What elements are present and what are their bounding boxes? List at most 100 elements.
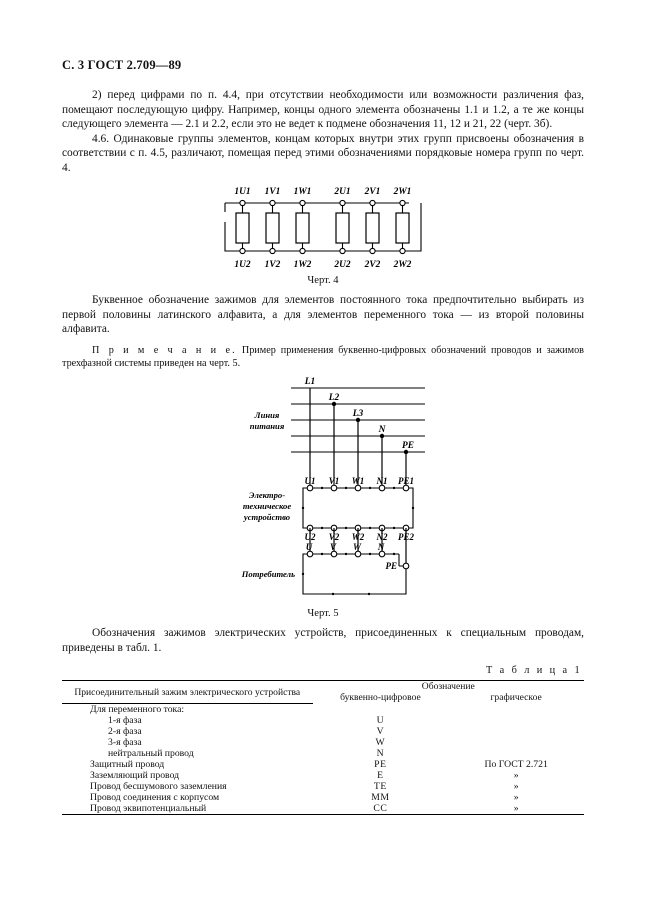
table-cell-code: V: [376, 725, 385, 737]
table-cell-graphic: По ГОСТ 2.721: [484, 758, 548, 770]
figure-4: 1U1 1V1 1W1 2U1 2V1 2W1 1U2 1V2 1W2 2U2 …: [62, 183, 584, 275]
figure-5-device-top-u1: U1: [305, 476, 316, 486]
consumer-terminals: [306, 550, 410, 570]
note-text: Пример применения буквенно-цифровых обоз…: [62, 344, 584, 369]
page-header: С. 3 ГОСТ 2.709—89: [62, 58, 182, 72]
table-cell-graphic: »: [513, 791, 519, 803]
table-cell-graphic: [448, 726, 584, 737]
device-rail-dots: [301, 487, 415, 530]
table-cell-graphic: [448, 748, 584, 759]
table-cell-name: Заземляющий провод: [90, 769, 180, 781]
table-cell-graphic: [448, 715, 584, 726]
table-cell-name: нейтральный провод: [108, 747, 194, 759]
table-row: Заземляющий провод E »: [62, 770, 584, 781]
figure-4-diagram: 1U1 1V1 1W1 2U1 2V1 2W1 1U2 1V2 1W2 2U2 …: [224, 187, 422, 270]
table-head-col2: буквенно-цифровое: [340, 692, 421, 704]
note-label: П р и м е ч а н и е.: [92, 344, 237, 356]
paragraph-item-2: 2) перед цифрами по п. 4.4, при отсутств…: [62, 89, 584, 130]
figure-5-device-label-line1: Электро-: [249, 490, 285, 500]
figure-4-top-label-6: 2W1: [393, 187, 412, 197]
consumer-rail-dots: [301, 553, 396, 596]
figure-5-device-label-line2: техническое: [243, 501, 291, 511]
bus-junction-dots: [331, 402, 409, 455]
table-cell-name: 1-я фаза: [108, 714, 142, 726]
figure-5-device-top-n1: N1: [376, 476, 388, 486]
figure-5-bus-label-pe: PE: [402, 441, 414, 451]
table-head-group: Обозначение: [421, 681, 475, 693]
table-cell-name: Провод соединения с корпусом: [90, 791, 220, 803]
figure-4-bottom-label-3: 1W2: [294, 260, 312, 270]
table-cell-name: 2-я фаза: [108, 725, 142, 737]
figure-5-consumer-v: V: [330, 542, 337, 552]
table-cell-code: E: [377, 769, 384, 781]
figure-4-bottom-label-4: 2U2: [333, 260, 350, 270]
device-top-terminals: [306, 484, 410, 492]
table-cell-name: Провод эквипотенциальный: [90, 802, 207, 814]
table-row: Для переменного тока:: [62, 703, 584, 715]
table-cell-name: Для переменного тока:: [90, 703, 185, 715]
figure-5-caption: Черт. 5: [307, 608, 339, 620]
figure-5-device-top-w1: W1: [352, 476, 365, 486]
figure-5-bus-label-l1: L1: [304, 377, 315, 387]
table-cell-name: Защитный провод: [90, 758, 165, 770]
figure-4-bottom-label-6: 2W2: [393, 260, 412, 270]
table-cell-code: TE: [373, 780, 387, 792]
figure-5-consumer-w: W: [353, 542, 362, 552]
table-body: Для переменного тока: 1-я фаза U 2-я фаз…: [62, 703, 584, 815]
table-cell-graphic: »: [513, 802, 519, 814]
paragraph-4-6: 4.6. Одинаковые группы элементов, концам…: [62, 132, 584, 174]
figure-5-consumer-label: Потребитель: [241, 569, 295, 579]
table-cell-graphic: »: [513, 780, 519, 792]
supply-drop-lines: [309, 388, 407, 483]
figure-5-supply-label-line1: Линия: [254, 410, 280, 420]
figure-5: L1 L2 L3 N PE Линия питания: [62, 376, 584, 608]
document-content: 2) перед цифрами по п. 4.4, при отсутств…: [62, 88, 584, 815]
table-row: нейтральный провод N: [62, 748, 584, 759]
table-head: Присоединительный зажим электрического у…: [62, 680, 584, 704]
table-head-col3: графическое: [490, 692, 542, 704]
figure-4-bottom-label-5: 2V2: [364, 260, 381, 270]
figure-5-consumer-pe: PE: [385, 561, 397, 571]
figure-5-bus-label-n: N: [378, 425, 387, 435]
table-header-row-2: буквенно-цифровое графическое: [62, 692, 584, 703]
table-row: 1-я фаза U: [62, 715, 584, 726]
table-row: 3-я фаза W: [62, 737, 584, 748]
figure-5-consumer-n: N: [377, 542, 385, 552]
figure-5-consumer-u: U: [306, 542, 313, 552]
figure-5-device-top-v1: V1: [329, 476, 340, 486]
table-cell-code: N: [376, 747, 385, 759]
figure-5-device-top-pe1: PE1: [398, 476, 414, 486]
paragraph-letter-designation: Буквенное обозначение зажимов для элемен…: [62, 294, 584, 335]
table-row: Провод эквипотенциальный CC »: [62, 803, 584, 815]
table-cell-code: W: [375, 736, 386, 748]
figure-4-bottom-label-2: 1V2: [265, 260, 281, 270]
table-row: 2-я фаза V: [62, 726, 584, 737]
table-1: Присоединительный зажим электрического у…: [62, 680, 584, 815]
table-cell-graphic: [448, 703, 584, 715]
table-row: Провод бесшумового заземления TE »: [62, 781, 584, 792]
consumer-box: [302, 553, 407, 595]
table-cell-graphic: »: [513, 769, 519, 781]
figure-5-supply-label-line2: питания: [250, 421, 285, 431]
figure-4-top-label-1: 1U1: [234, 187, 250, 197]
table-cell-code: CC: [373, 802, 388, 814]
table-row: Провод соединения с корпусом MM »: [62, 792, 584, 803]
element-group: [235, 199, 410, 255]
figure-5-diagram: L1 L2 L3 N PE Линия питания: [241, 377, 425, 596]
table-label: Т а б л и ц а 1: [486, 665, 582, 677]
table-cell-code: [313, 703, 449, 715]
table-row: Защитный провод PE По ГОСТ 2.721: [62, 759, 584, 770]
paragraph-table-intro: Обозначения зажимов электрических устрой…: [62, 627, 584, 654]
figure-5-bus-label-l3: L3: [352, 409, 364, 419]
table-cell-code: PE: [374, 758, 387, 770]
figure-4-caption: Черт. 4: [307, 275, 339, 286]
figure-4-top-label-3: 1W1: [294, 187, 312, 197]
figure-4-top-label-2: 1V1: [265, 187, 281, 197]
figure-4-top-label-4: 2U1: [333, 187, 350, 197]
table-cell-name: 3-я фаза: [108, 736, 142, 748]
figure-4-bottom-label-1: 1U2: [234, 260, 250, 270]
note-paragraph: П р и м е ч а н и е. Пример применения б…: [62, 344, 584, 371]
table-cell-code: MM: [371, 791, 390, 803]
consumer-connection-wires: [309, 528, 407, 567]
